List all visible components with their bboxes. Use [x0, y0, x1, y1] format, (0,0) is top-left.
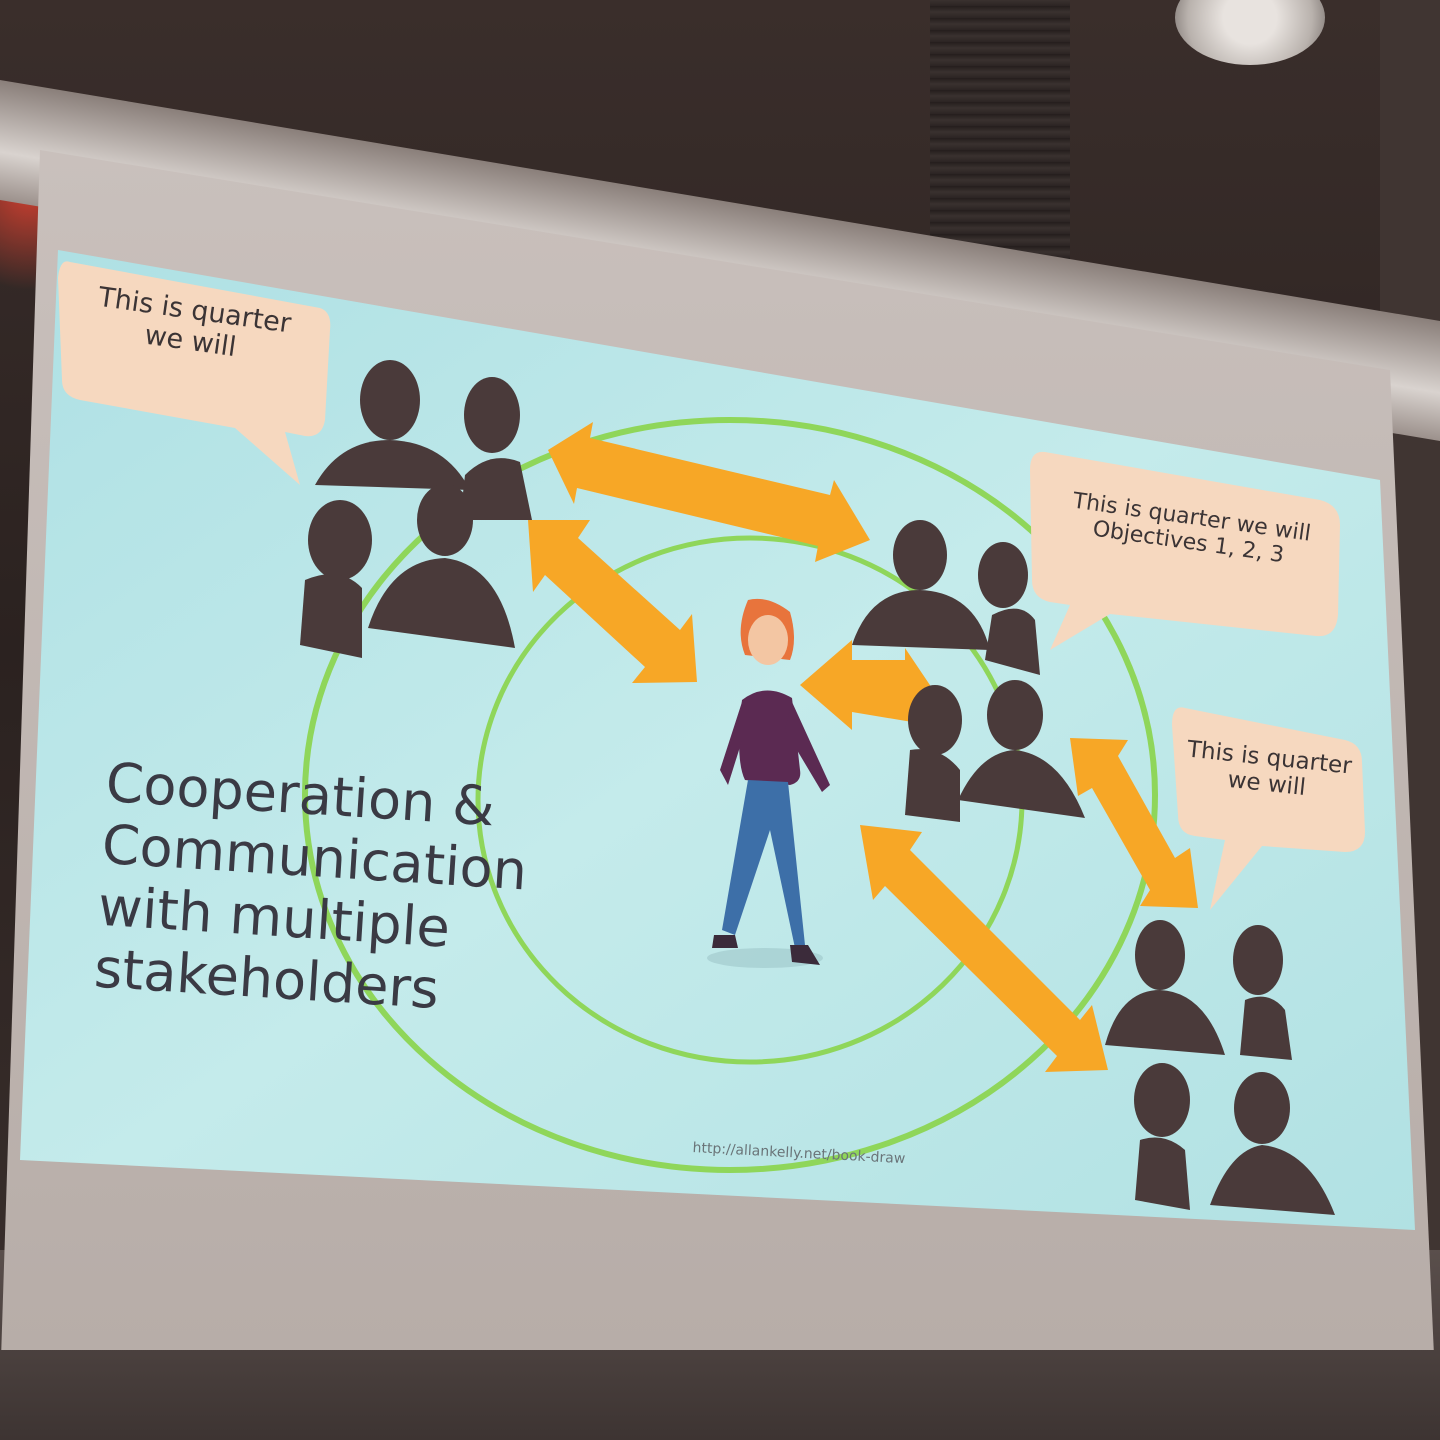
arrow-right-groups [1070, 738, 1198, 908]
speech-bubble-top-left [58, 261, 331, 485]
stakeholder-group-top-left [300, 360, 532, 658]
arrow-top [548, 422, 870, 562]
speech-bubble-right-top [1030, 451, 1340, 650]
stakeholder-group-bottom-right [1105, 920, 1335, 1215]
speech-bubble-right-bottom [1172, 707, 1365, 910]
central-figure [707, 598, 830, 968]
arrow-bottom [860, 825, 1108, 1072]
arrow-left-center [528, 520, 697, 683]
arrow-center-right [800, 640, 940, 738]
outer-circle [302, 417, 1158, 1173]
arrows [528, 422, 1198, 1072]
stakeholder-group-right-top [852, 520, 1085, 822]
slide-title: Cooperation & Communication with multipl… [92, 751, 532, 1026]
